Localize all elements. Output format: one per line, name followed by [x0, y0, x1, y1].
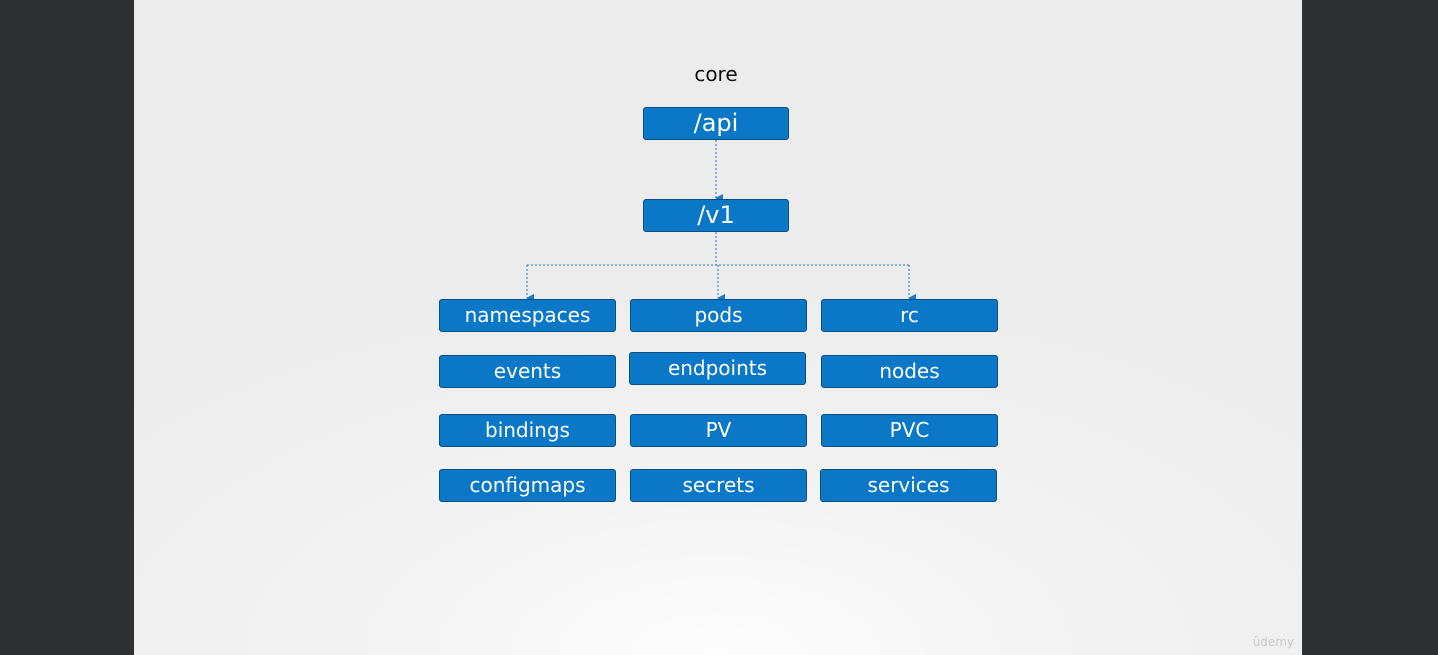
resource-label: endpoints: [667, 356, 768, 380]
api-label: /api: [693, 109, 739, 137]
resource-label: PVC: [889, 418, 930, 442]
resource-label: configmaps: [469, 473, 586, 497]
resource-label: PV: [705, 418, 732, 442]
api-box: /api: [643, 107, 789, 140]
resource-box-bindings: bindings: [439, 414, 616, 447]
resource-label: services: [867, 473, 950, 497]
core-group-label: core: [694, 62, 738, 86]
resource-box-namespaces: namespaces: [439, 299, 616, 332]
resource-box-configmaps: configmaps: [439, 469, 616, 502]
resource-box-endpoints: endpoints: [629, 352, 806, 385]
resource-box-pvc: PVC: [821, 414, 998, 447]
resource-label: namespaces: [464, 303, 591, 327]
v1-label: /v1: [697, 201, 735, 229]
resource-label: secrets: [682, 473, 755, 497]
resource-label: bindings: [485, 418, 570, 442]
resource-label: rc: [900, 303, 919, 327]
resource-box-pods: pods: [630, 299, 807, 332]
connector-lines: [526, 140, 916, 302]
resource-box-services: services: [820, 469, 997, 502]
v1-box: /v1: [643, 199, 789, 232]
resource-box-nodes: nodes: [821, 355, 998, 388]
resource-label: events: [493, 359, 562, 383]
resource-box-secrets: secrets: [630, 469, 807, 502]
resource-label: nodes: [879, 359, 940, 383]
resource-label: pods: [694, 303, 743, 327]
resource-box-rc: rc: [821, 299, 998, 332]
slide: core /api /v1 namespaces pods rc events …: [134, 0, 1302, 655]
resource-box-events: events: [439, 355, 616, 388]
resource-box-pv: PV: [630, 414, 807, 447]
udemy-watermark: ûdemy: [1252, 635, 1294, 649]
